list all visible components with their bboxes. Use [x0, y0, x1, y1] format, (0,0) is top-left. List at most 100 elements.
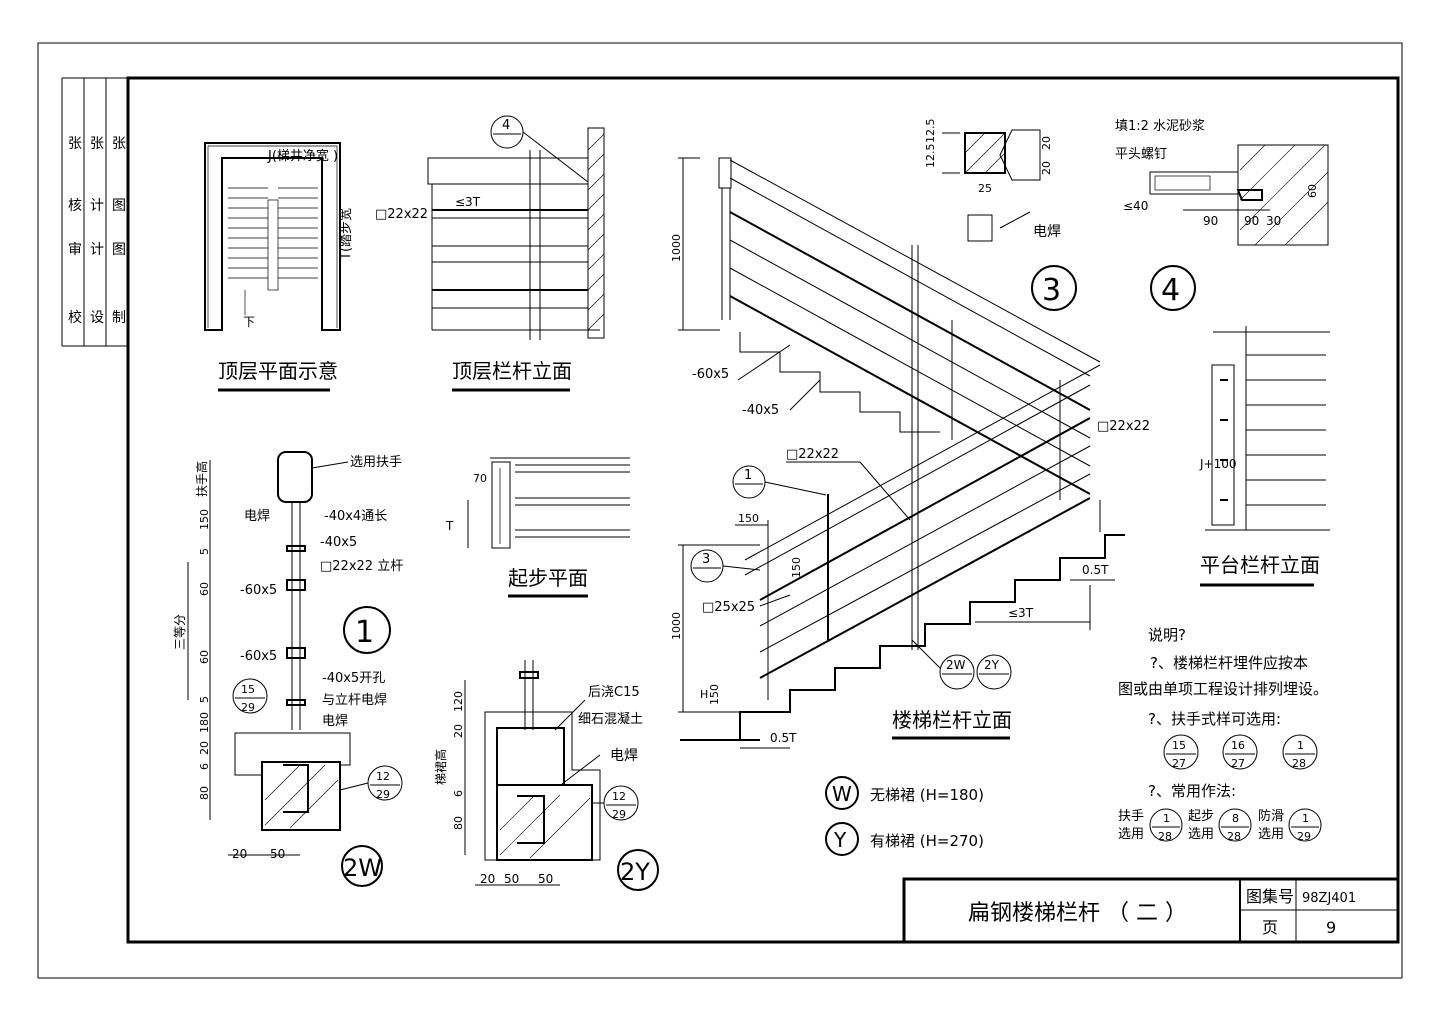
ref-top: 15	[1172, 739, 1186, 752]
ref-bottom: 29	[612, 808, 626, 821]
max-3t-label: ≤3T	[455, 195, 481, 209]
legend-y-marker	[825, 822, 859, 856]
ref-bottom: 28	[1292, 757, 1306, 770]
concrete-label: 细石混凝土	[578, 711, 643, 727]
half-t-bottom: 0.5T	[770, 731, 797, 745]
handrail-height-label: 扶手高	[194, 461, 209, 497]
ref-top: 12	[612, 790, 626, 803]
dim-180: 180	[198, 712, 211, 733]
dim-20: 20	[1040, 136, 1053, 150]
ref-2w-text: 2W	[946, 658, 966, 672]
atlas-number: 98ZJ401	[1302, 891, 1356, 906]
sidebar-text: 校	[68, 309, 82, 326]
ref-top: 15	[241, 683, 255, 696]
note-prefix: 选用	[1118, 827, 1144, 842]
ref-bottom: 29	[376, 788, 390, 801]
dim-50: 50	[270, 847, 285, 861]
dim-20: 20	[232, 847, 247, 861]
dim-150: 150	[708, 684, 721, 705]
dim-150: 150	[790, 557, 803, 578]
detail-3: 12.5 12.5 25 20 20 电焊 3	[924, 119, 1077, 311]
note-prefix: 选用	[1258, 827, 1284, 842]
notes-heading: 说明?	[1148, 626, 1186, 644]
sidebar-text: 核	[68, 198, 82, 214]
note-line: ?、扶手式样可选用:	[1148, 710, 1281, 728]
sidebar-text: 审	[68, 242, 82, 258]
detail-2w-marker	[341, 845, 383, 887]
detail-ref-number: 1	[744, 468, 752, 483]
detail-number: 1	[355, 615, 374, 650]
title-block: 扁钢楼梯栏杆 （ 二 ） 图集号 98ZJ401 页 9	[902, 877, 1400, 944]
detail-1: 扶手高 150 5 60 60 5 180 20 6 80 三等分 选用扶手 电…	[173, 451, 403, 887]
third-split-label: 三等分	[173, 614, 187, 650]
dim-6: 6	[198, 763, 211, 770]
ref-bottom: 27	[1231, 757, 1245, 770]
sq22-mid-label: □22x22	[786, 447, 839, 462]
ref-bottom: 27	[1172, 757, 1186, 770]
sidebar-text: 张	[68, 136, 82, 152]
dim-20: 20	[452, 724, 465, 738]
handrail-select-label: 选用扶手	[350, 455, 402, 470]
ref-15-29	[232, 678, 268, 714]
sq25-label: □25x25	[702, 600, 755, 615]
note-line: ?、常用作法:	[1148, 782, 1236, 800]
dim-60: 60	[198, 650, 211, 664]
detail-ref-number: 4	[502, 118, 510, 133]
platform-height-label: J+100	[1199, 457, 1237, 471]
sidebar-text: 图	[112, 242, 126, 258]
note-line: 图或由单项工程设计排列埋设。	[1118, 680, 1328, 698]
note-prefix: 防滑	[1258, 808, 1284, 824]
drawing-title: 扁钢楼梯栏杆 （ 二 ）	[968, 901, 1187, 926]
ref-2y-text: 2Y	[984, 658, 1000, 672]
top-rail-elevation: 4 □22x22 ≤3T 顶层栏杆立面	[375, 115, 605, 392]
stair-rail-elevation: 1000 1000 H 150 150 150 0.5T 0.5T	[670, 157, 1150, 749]
dim-80: 80	[452, 816, 465, 830]
note-prefix: 选用	[1188, 827, 1214, 842]
dim-12.5: 12.5	[924, 144, 937, 169]
inner-frame	[126, 76, 1400, 944]
weld-label: 电焊	[1033, 224, 1061, 240]
dim-12.5: 12.5	[924, 119, 937, 144]
note-prefix: 起步	[1188, 809, 1214, 824]
page-label: 页	[1262, 918, 1278, 937]
detail-4-marker	[1150, 265, 1196, 311]
top-plan-title: 顶层平面示意	[218, 359, 338, 383]
page-number: 9	[1326, 918, 1336, 937]
dim-70: 70	[473, 472, 487, 485]
legend-y-text: 有梯裙 (H=270)	[870, 832, 984, 850]
legend-w-letter: W	[832, 782, 852, 806]
dim-60: 60	[1306, 184, 1319, 198]
legend-y-letter: Y	[833, 828, 847, 852]
flat-40x4-label: -40x4通长	[324, 509, 387, 524]
detail-2y: 120 20 6 80 梯裙高 后浇C15 细石混凝土 电焊 12 29 20 …	[433, 660, 659, 891]
max-3t-stair: ≤3T	[1008, 606, 1034, 620]
signature-strip: 校 设 制 审 计 图 核 计 图 张 张 张	[61, 77, 129, 347]
height-1000-bottom: 1000	[670, 612, 683, 640]
flat-40x5-label: -40x5	[320, 535, 357, 550]
outer-frame	[37, 42, 1403, 979]
ref-top: 1	[1302, 812, 1309, 825]
detail-tag: 2W	[343, 854, 382, 882]
hole-label: -40x5开孔	[322, 671, 385, 686]
legend: W 无梯裙 (H=180) Y 有梯裙 (H=270)	[825, 776, 984, 856]
weld-label: 电焊	[244, 508, 270, 524]
ref-2w	[939, 654, 975, 690]
sidebar-text: 计	[90, 242, 104, 258]
flat-60x5-label: -60x5	[692, 367, 729, 382]
ref-top: 12	[376, 770, 390, 783]
atlas-label: 图集号	[1246, 887, 1294, 906]
detail-1-marker	[343, 606, 391, 654]
detail-3-marker	[1031, 265, 1077, 311]
dim-90: 90	[1244, 214, 1259, 228]
note-prefix: 扶手	[1118, 809, 1144, 824]
sidebar-text: 设	[90, 310, 104, 326]
height-1000-top: 1000	[670, 234, 683, 262]
detail-number: 3	[1042, 273, 1061, 308]
sidebar-text: 制	[112, 310, 126, 326]
dim-90: 90	[1203, 214, 1218, 228]
well-width-label: J(梯井净宽 )	[267, 148, 338, 164]
sidebar-text: 张	[112, 136, 126, 152]
legend-w-marker	[825, 776, 859, 810]
dim-80: 80	[198, 786, 211, 800]
dim-5: 5	[198, 696, 211, 703]
